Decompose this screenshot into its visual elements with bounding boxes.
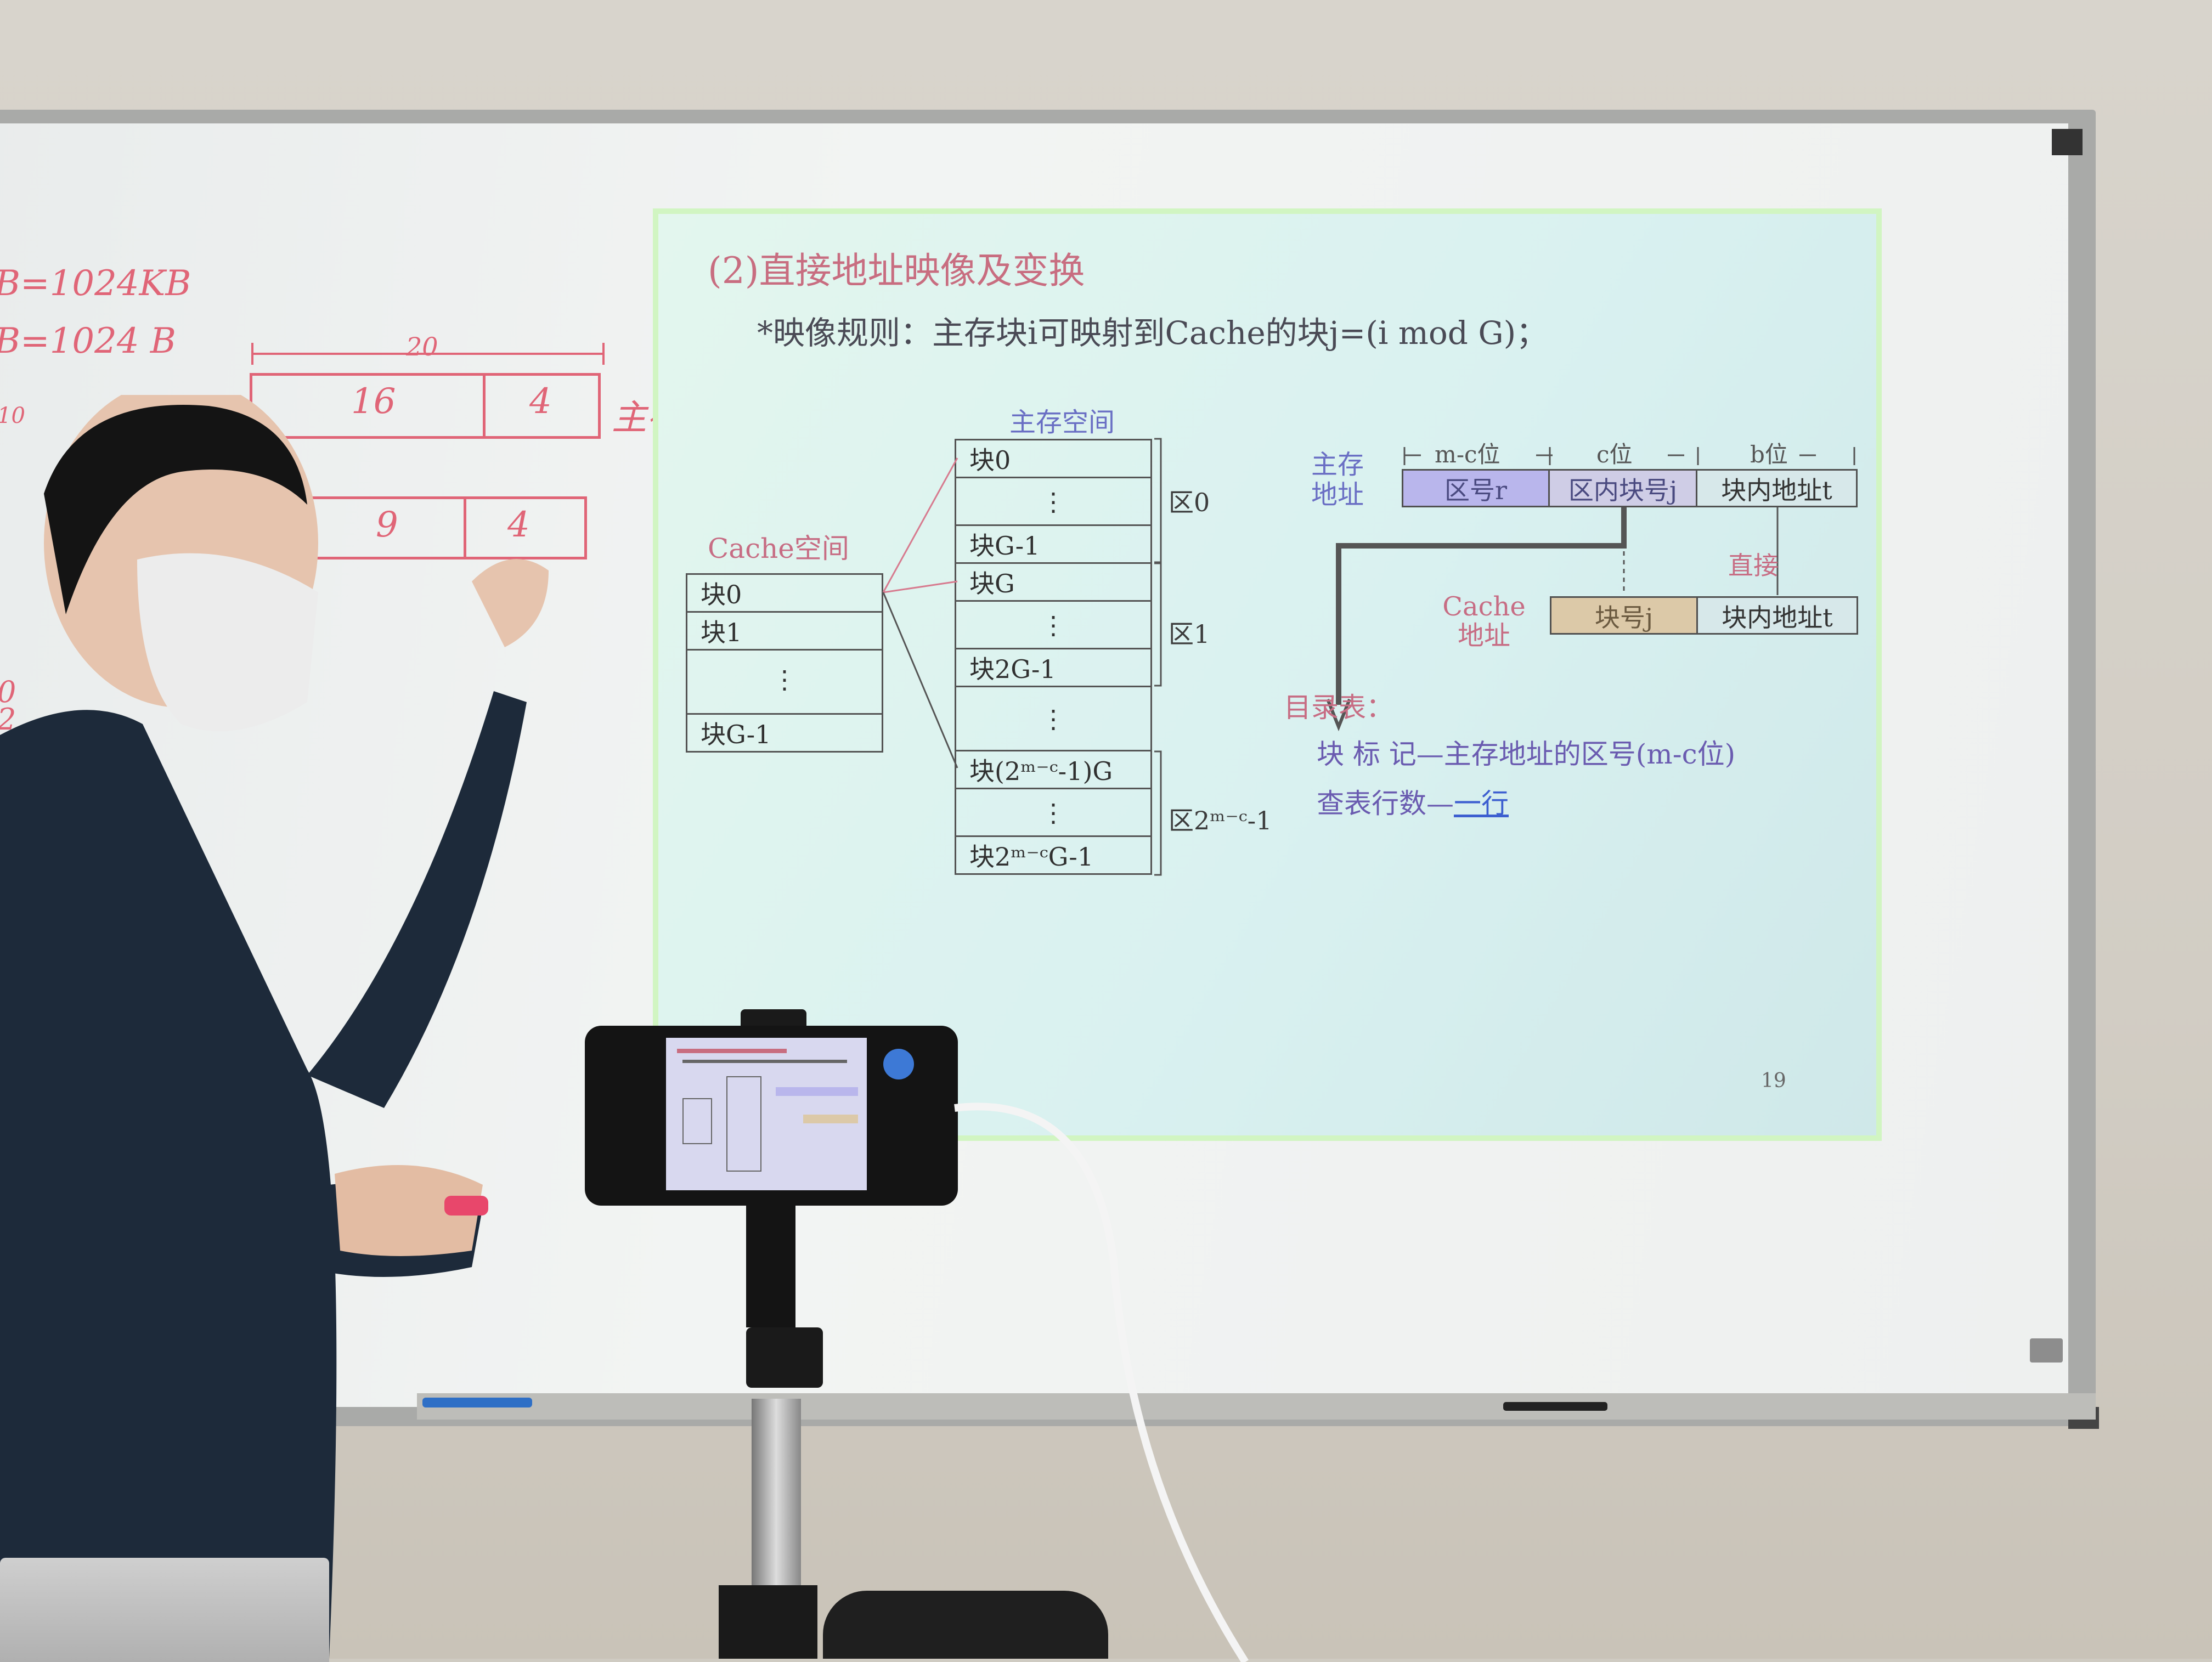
phone-stand-pole [752, 1399, 801, 1591]
phone-stand-knob [746, 1327, 823, 1388]
camera-app-logo-icon [883, 1049, 914, 1079]
handwritten-main-address-box: 16 4 [250, 373, 601, 439]
preview-address-bar [776, 1087, 858, 1096]
directory-line-2-link[interactable]: 一行 [1454, 788, 1509, 819]
directory-line-1: 块 标 记—主存地址的区号(m-c位) [1317, 738, 1736, 770]
direct-label: 直接 [1728, 551, 1779, 580]
preview-title-line [677, 1049, 787, 1053]
main-block-ellipsis-3: ⋮ [955, 686, 1152, 751]
field-cache-block-number: 块号j [1550, 596, 1698, 635]
width-c: c位 [1596, 441, 1633, 468]
preview-cache-box [682, 1098, 712, 1144]
handwritten-box1-right: 4 [529, 381, 552, 422]
preview-rule-line [682, 1060, 847, 1063]
main-block-last: 块2ᵐ⁻ᶜG-1 [955, 835, 1152, 875]
main-address-label: 主存地址 [1311, 449, 1364, 511]
phone-stand-base [719, 1585, 817, 1659]
whiteboard-corner-cap [2052, 129, 2083, 155]
handwritten-box1-left: 16 [351, 381, 396, 422]
field-offset-main: 块内地址t [1696, 469, 1858, 507]
field-zone-number: 区号r [1402, 469, 1550, 507]
zone-last-label: 区2ᵐ⁻ᶜ-1 [1169, 806, 1272, 835]
field-block-in-zone: 区内块号j [1548, 469, 1697, 507]
phone-screen-slide-preview [666, 1038, 867, 1190]
main-block-g-minus-1: 块G-1 [955, 524, 1152, 564]
cache-block-1: 块1 [686, 611, 883, 651]
main-block-0: 块0 [955, 439, 1152, 478]
cache-address-label: Cache地址 [1442, 591, 1526, 651]
address-width-rulers [1403, 447, 1855, 465]
cache-block-0: 块0 [686, 573, 883, 613]
marker-tray [417, 1393, 2096, 1420]
usb-cable [954, 1103, 1249, 1662]
handwritten-cache-address-box: 9 4 [291, 496, 587, 559]
laptop-lid [0, 1558, 329, 1662]
phone-stand-arm [746, 1196, 795, 1327]
slide-page-number: 19 [1761, 1070, 1786, 1092]
main-space-label: 主存空间 [1009, 407, 1115, 438]
width-m-c: m-c位 [1435, 441, 1500, 468]
zone-1-label: 区1 [1169, 619, 1210, 649]
handwritten-margin-mark-2: 0 [0, 675, 16, 709]
cache-block-last: 块G-1 [686, 713, 883, 753]
preview-cache-bar [803, 1115, 858, 1123]
main-block-ellipsis-4: ⋮ [955, 788, 1152, 837]
field-offset-cache: 块内地址t [1696, 596, 1858, 635]
slide-title: (2)直接地址映像及变换 [708, 250, 1085, 292]
mapping-lines [882, 457, 958, 768]
slide-mapping-rule: *映像规则：主存块i可映射到Cache的块j=(i mod G)； [757, 314, 1548, 352]
handwritten-line-1: B=1024KB [0, 263, 191, 304]
width-b: b位 [1750, 441, 1788, 468]
bag [823, 1591, 1108, 1659]
zone-0-label: 区0 [1169, 488, 1210, 517]
handwritten-box2-left: 9 [376, 505, 398, 545]
address-flow-arrows [1326, 507, 1779, 732]
whiteboard-magnet [2030, 1338, 2063, 1363]
cache-block-ellipsis: ⋮ [686, 649, 883, 715]
blue-marker [422, 1398, 532, 1407]
handwritten-box-divider-2 [464, 499, 466, 557]
main-block-2g-minus-1: 块2G-1 [955, 648, 1152, 687]
handwritten-margin-mark-1: 10 [0, 403, 25, 428]
handwritten-line-2: B=1024 B [0, 321, 176, 361]
projected-slide: (2)直接地址映像及变换 *映像规则：主存块i可映射到Cache的块j=(i m… [653, 208, 1882, 1141]
presenter [0, 395, 549, 1659]
zone-braces [1154, 438, 1162, 876]
preview-main-box [726, 1076, 761, 1172]
handwritten-box2-right: 4 [507, 505, 530, 545]
black-marker [1503, 1402, 1607, 1411]
handwritten-width-arrow [251, 343, 605, 365]
main-block-last-zone-first: 块(2ᵐ⁻ᶜ-1)G [955, 750, 1152, 789]
main-block-ellipsis-2: ⋮ [955, 600, 1152, 649]
handwritten-box-divider [483, 376, 486, 436]
directory-line-2-prefix: 查表行数— [1317, 788, 1454, 819]
main-block-ellipsis-1: ⋮ [955, 477, 1152, 526]
cache-space-label: Cache空间 [708, 533, 849, 564]
directory-line-2: 查表行数—一行 [1317, 782, 1509, 821]
handwritten-width-label: 20 [406, 332, 438, 361]
main-block-g: 块G [955, 562, 1152, 602]
directory-label: 目录表： [1284, 692, 1393, 723]
